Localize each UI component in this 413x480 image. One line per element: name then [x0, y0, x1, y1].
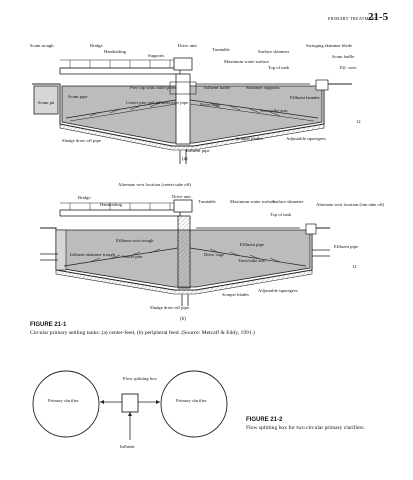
label-scum-baffle: Scum baffle: [332, 54, 354, 59]
label-drive-unit: Drive unit: [178, 43, 197, 48]
label-squeegees: Adjustable squeegees: [286, 136, 326, 141]
label-alt-weir-rim: Alternate weir location (rim take off): [316, 202, 385, 207]
label-sludge-draw: Sludge draw-off pipe: [62, 138, 101, 143]
label-eff-weir: Eff. weir: [340, 65, 357, 70]
subfigure-a-label: (a): [182, 157, 188, 162]
subfigure-b-label: (b): [180, 317, 186, 322]
label-scraper-b: Scraper blades: [222, 292, 249, 297]
label-bridge-b: Bridge: [78, 195, 91, 200]
label-turntable: Turntable: [212, 47, 230, 52]
label-scum-pipe: Scum pipe: [68, 94, 88, 99]
label-right-clarifier: Primary clarifier: [176, 398, 207, 403]
label-top-of-tank: Top of tank: [268, 65, 290, 70]
label-slope-a: 12: [356, 119, 361, 124]
figure-b-drawing: [40, 199, 330, 306]
label-drive-cage: Drive cage: [200, 102, 220, 107]
label-pier-cap: Pier cap with outlet ports: [130, 85, 176, 90]
label-surface-skimmer: Surface skimmer: [258, 49, 290, 54]
label-truss: Truss/rake arm: [260, 108, 288, 113]
figure-a-drawing: [32, 57, 352, 164]
label-effluent-pipe-b: Effluent pipe: [334, 244, 358, 249]
figure-21-1-label: FIGURE 21-1: [30, 322, 67, 328]
label-surface-skimmer-b: Surface skimmer: [272, 199, 304, 204]
label-scraper: Scraper blades: [236, 136, 263, 141]
label-max-ws-b: Maximum water surface: [230, 199, 275, 204]
figure-b-labels: Alternate weir location (center take off…: [70, 182, 385, 322]
label-turntable-b: Turntable: [198, 199, 216, 204]
label-alt-weir-center: Alternate weir location (center take off…: [118, 182, 191, 187]
label-supports: Supports: [148, 53, 165, 58]
label-max-ws: Maximum water surface: [224, 59, 269, 64]
label-handrailing-b: Handrailing: [100, 202, 123, 207]
label-scum-pit: Scum pit: [38, 100, 55, 105]
splitting-box: [121, 393, 139, 413]
figure-21-2-drawing: [32, 370, 228, 440]
label-squeegees-b: Adjustable squeegees: [258, 288, 298, 293]
label-influent-channel: Influent skimmer trough: [70, 252, 116, 257]
page-number: 21-5: [368, 11, 389, 23]
label-effluent-launder: Effluent launder: [290, 95, 320, 100]
running-title: PRIMARY TREATMENT: [328, 16, 378, 21]
label-center-pier-b: Center pier: [122, 254, 143, 259]
label-center-pier: Center pier and influent riser pipe: [126, 100, 188, 105]
figure-21-2-labels: Flow splitting box Primary clarifier Pri…: [48, 376, 207, 449]
label-skimmer-supports: Skimmer supports: [246, 85, 280, 90]
label-top-of-tank-b: Top of tank: [270, 212, 292, 217]
figure-21-2-caption: Flow splitting box for two circular prim…: [246, 425, 365, 431]
label-drive-unit-b: Drive unit: [172, 194, 191, 199]
label-left-clarifier: Primary clarifier: [48, 398, 79, 403]
left-clarifier-circle: [32, 370, 100, 438]
figure-21-2-label: FIGURE 21-2: [246, 417, 283, 423]
label-swinging-skimmer: Swinging skimmer blade: [306, 43, 352, 48]
label-effluent-baffle-b: Effluent pipe: [240, 242, 264, 247]
label-sludge-draw-b: Sludge draw-off pipe: [150, 305, 189, 310]
label-drive-cage-b: Drive cage: [204, 252, 224, 257]
label-scum-trough: Scum trough: [30, 43, 54, 48]
label-flow-box-1: Flow splitting box: [123, 376, 157, 381]
label-influent-c: Influent: [120, 444, 135, 449]
label-weir-trough: Effluent weir trough: [116, 238, 154, 243]
label-truss-b: Truss/rake arm: [238, 258, 266, 263]
right-clarifier-circle: [160, 370, 228, 438]
label-influent-pipe: Influent pipe: [186, 148, 210, 153]
label-influent-baffle: Influent baffle: [204, 85, 230, 90]
label-handrailing: Handrailing: [104, 49, 127, 54]
figure-a-labels: Scum trough Bridge Handrailing Supports …: [30, 43, 361, 162]
figure-21-1-caption: Circular primary settling tanks: (a) cen…: [30, 330, 255, 336]
label-bridge: Bridge: [90, 43, 103, 48]
label-slope-b: 12: [352, 264, 357, 269]
